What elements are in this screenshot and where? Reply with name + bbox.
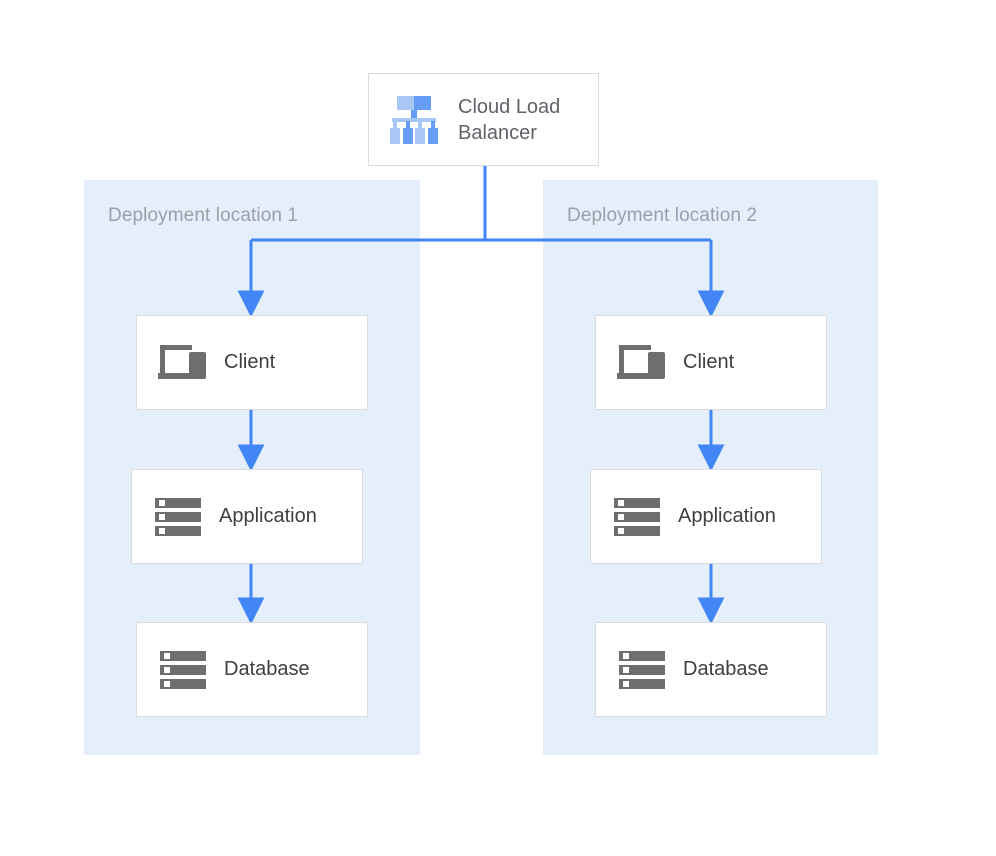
node-database-1-label: Database — [224, 658, 310, 680]
node-client-2-label: Client — [683, 351, 735, 373]
node-application-1-label: Application — [219, 505, 317, 527]
server-stack-icon — [612, 495, 662, 539]
node-application-2-label: Application — [678, 505, 776, 527]
client-devices-icon — [617, 341, 667, 385]
node-client-2[interactable]: Client — [595, 315, 827, 410]
node-database-2-label: Database — [683, 658, 769, 680]
client-devices-icon — [158, 341, 208, 385]
node-application-1[interactable]: Application — [131, 469, 363, 564]
deployment-zone-1-label: Deployment location 1 — [108, 205, 299, 226]
server-stack-icon — [617, 648, 667, 692]
load-balancer-icon — [388, 94, 440, 146]
node-cloud-load-balancer[interactable]: Cloud Load Balancer — [368, 73, 599, 166]
server-stack-icon — [158, 648, 208, 692]
server-stack-icon — [153, 495, 203, 539]
node-database-1[interactable]: Database — [136, 622, 368, 717]
node-cloud-load-balancer-label: Cloud Load Balancer — [458, 95, 561, 144]
deployment-zone-2-label: Deployment location 2 — [567, 205, 758, 226]
node-client-1-label: Client — [224, 351, 276, 373]
node-client-1[interactable]: Client — [136, 315, 368, 410]
node-database-2[interactable]: Database — [595, 622, 827, 717]
node-application-2[interactable]: Application — [590, 469, 822, 564]
